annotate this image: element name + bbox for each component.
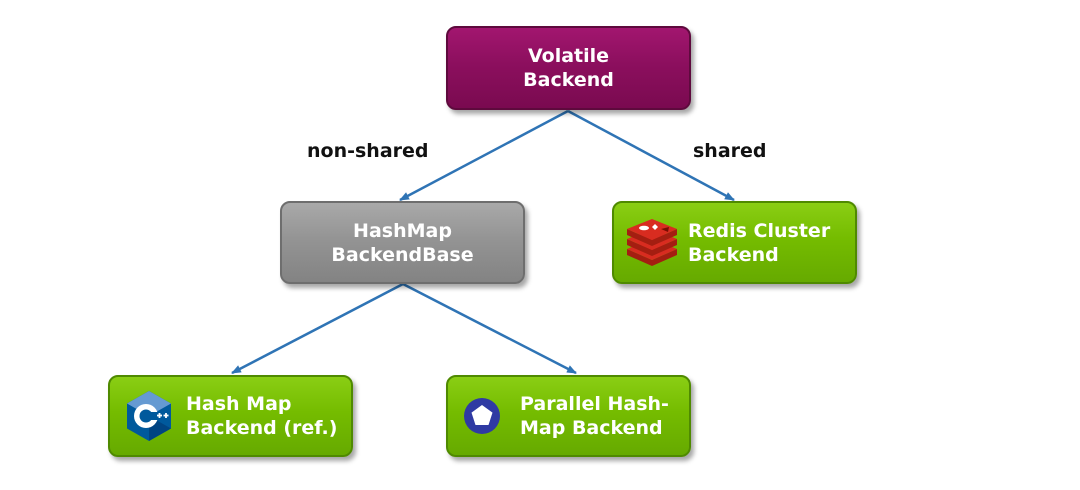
hashmap-backendbase-node[interactable]: HashMap BackendBase xyxy=(280,201,525,284)
parallel-hashmap-backend-line1: Parallel Hash- xyxy=(520,393,669,415)
edge-label-shared: shared xyxy=(693,140,767,162)
redis-cluster-backend-line2: Backend xyxy=(688,243,779,266)
volatile-backend-line1: Volatile xyxy=(527,45,610,67)
cpp-logo-icon xyxy=(127,391,171,441)
redis-cluster-backend-line1: Redis Cluster xyxy=(688,219,831,242)
edge-hashmap-to-hash-map xyxy=(231,282,404,375)
edge-hashmap-to-parallel xyxy=(402,282,577,375)
parallel-hashmap-backend-line2: Map Backend xyxy=(520,417,663,439)
volatile-backend-line2: Backend xyxy=(523,69,614,91)
redis-cluster-backend-node[interactable]: Redis Cluster Backend xyxy=(612,201,857,284)
hash-map-backend-line1: Hash Map xyxy=(186,393,292,415)
pentagon-icon xyxy=(464,398,500,434)
redis-logo-icon xyxy=(627,218,677,266)
hash-map-backend-node[interactable]: Hash Map Backend (ref.) xyxy=(108,375,353,457)
volatile-backend-node[interactable]: Volatile Backend xyxy=(446,26,691,110)
edge-label-non-shared: non-shared xyxy=(307,140,429,162)
edge-volatile-to-hashmap xyxy=(399,109,569,202)
hashmap-backendbase-line2: BackendBase xyxy=(331,243,474,266)
hashmap-backendbase-line1: HashMap xyxy=(353,219,452,242)
parallel-hashmap-backend-node[interactable]: Parallel Hash- Map Backend xyxy=(446,375,691,457)
hash-map-backend-line2: Backend (ref.) xyxy=(186,417,338,439)
edge-volatile-to-redis xyxy=(567,109,735,202)
